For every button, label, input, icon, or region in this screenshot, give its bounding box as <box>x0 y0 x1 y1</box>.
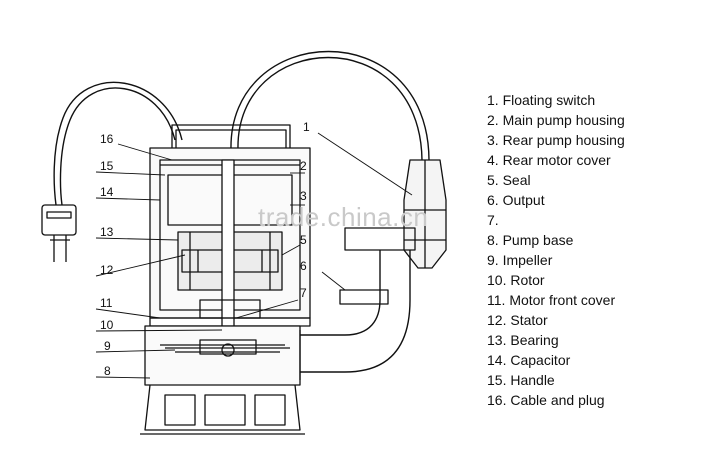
callout-14: 14 <box>100 185 114 199</box>
callout-12: 12 <box>100 263 114 277</box>
callout-5: 5 <box>300 233 307 247</box>
legend-item: 15. Handle <box>487 372 555 388</box>
callout-1: 1 <box>303 120 310 134</box>
legend-item: 16. Cable and plug <box>487 392 605 408</box>
callout-6: 6 <box>300 259 307 273</box>
plug-icon <box>41 204 77 262</box>
legend-item: 1. Floating switch <box>487 92 596 108</box>
callout-8: 8 <box>104 364 111 378</box>
callout-2: 2 <box>300 159 307 173</box>
rotor-shaft <box>221 159 235 351</box>
leader-lines <box>95 132 413 379</box>
impeller <box>165 343 290 357</box>
output-pipe <box>299 227 416 380</box>
legend-item: 11. Motor front cover <box>487 292 616 308</box>
handle <box>171 124 291 148</box>
callout-13: 13 <box>100 225 114 239</box>
callout-3: 3 <box>300 189 307 203</box>
watermark: trade.china.cn <box>258 202 428 232</box>
float-switch-cable <box>230 50 430 161</box>
callout-numbers: 16 15 14 13 12 11 10 9 8 1 2 3 5 6 7 <box>100 120 310 378</box>
legend-item: 5. Seal <box>487 172 531 188</box>
callout-15: 15 <box>100 159 114 173</box>
legend-item: 7. <box>487 212 499 228</box>
cable-left <box>53 81 183 206</box>
callout-9: 9 <box>104 339 111 353</box>
legend-item: 14. Capacitor <box>487 352 571 368</box>
callout-10: 10 <box>100 318 114 332</box>
legend-item: 10. Rotor <box>487 272 545 288</box>
pump-base <box>140 384 305 435</box>
callout-11: 11 <box>100 296 113 310</box>
legend-item: 13. Bearing <box>487 332 559 348</box>
legend-item: 9. Impeller <box>487 252 553 268</box>
callout-16: 16 <box>100 132 114 146</box>
legend-item: 4. Rear motor cover <box>487 152 611 168</box>
callout-7: 7 <box>300 286 307 300</box>
legend-item: 2. Main pump housing <box>487 112 625 128</box>
legend-item: 3. Rear pump housing <box>487 132 625 148</box>
legend-item: 8. Pump base <box>487 232 574 248</box>
motor-front-cover <box>149 299 311 327</box>
pump-housing <box>144 325 301 386</box>
parts-legend: 1. Floating switch 2. Main pump housing … <box>487 90 625 410</box>
legend-item: 6. Output <box>487 192 545 208</box>
legend-item: 12. Stator <box>487 312 548 328</box>
